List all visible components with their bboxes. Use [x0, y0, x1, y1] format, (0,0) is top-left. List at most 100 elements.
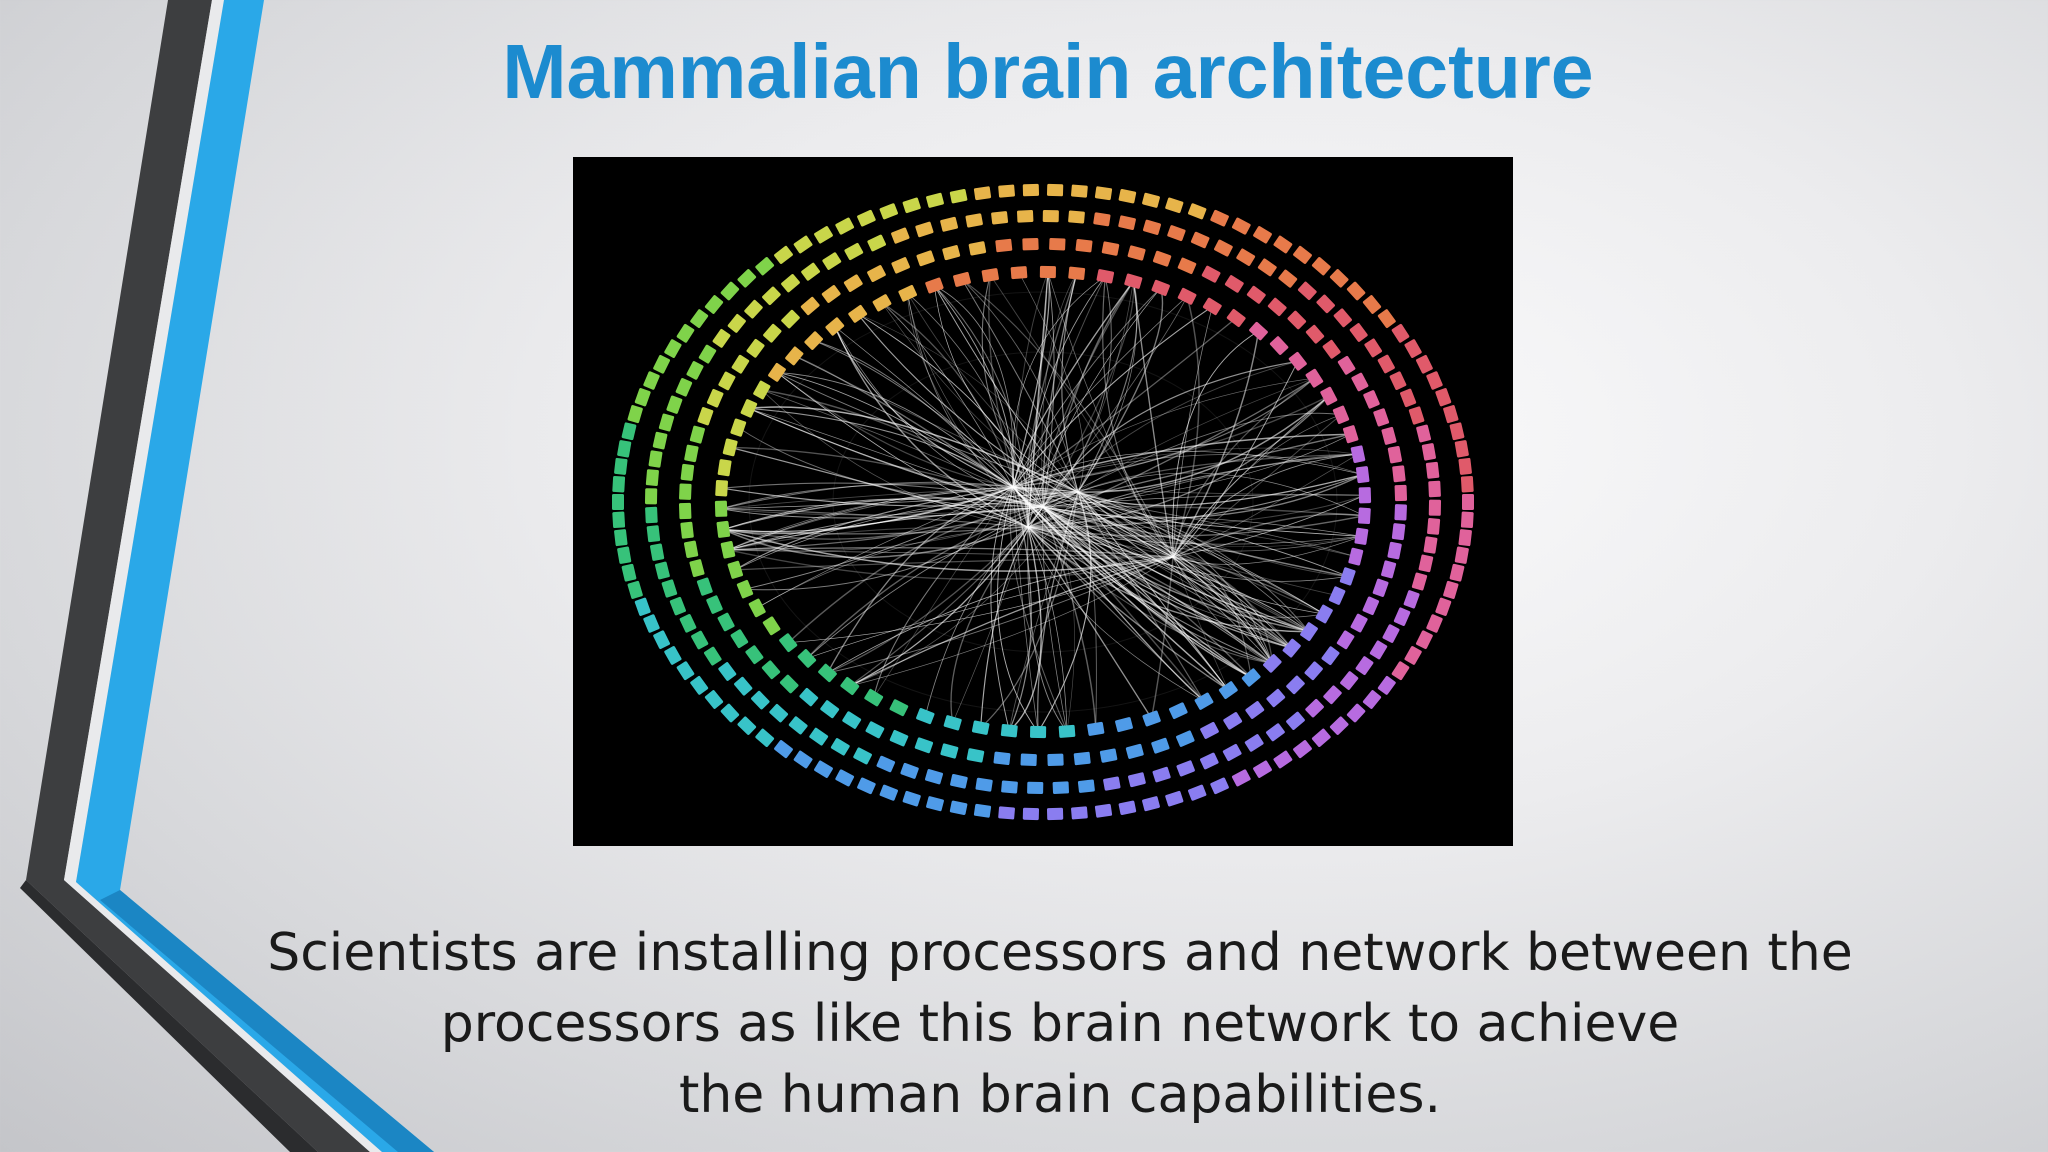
connection-fiber [989, 274, 1174, 558]
brain-region-node [1339, 567, 1356, 586]
brain-region-node [1418, 554, 1434, 573]
brain-region-node [1428, 480, 1441, 498]
connection-fiber [761, 389, 1029, 528]
brain-region-node [1400, 388, 1417, 408]
connection-fiber [1012, 305, 1213, 488]
brain-region-node [1214, 239, 1233, 257]
brain-region-node [718, 371, 736, 391]
brain-region-node [715, 479, 728, 497]
brain-region-node [627, 405, 643, 424]
brain-region-node [1428, 499, 1442, 516]
brain-region-node [1118, 800, 1137, 816]
brain-region-node [991, 211, 1009, 225]
connection-fiber [723, 497, 1044, 531]
brain-region-node [1372, 578, 1389, 597]
brain-region-node [843, 274, 863, 292]
connection-fiber [1042, 506, 1362, 552]
connection-fiber [1012, 287, 1162, 488]
brain-region-node [755, 257, 775, 276]
brain-region-node [1421, 443, 1436, 461]
brain-region-node [1151, 737, 1170, 754]
brain-region-node [1321, 646, 1340, 666]
connection-fiber [881, 302, 1029, 528]
brain-region-node [740, 399, 758, 418]
brain-region-node [1201, 265, 1221, 283]
brain-region-node [1152, 766, 1171, 783]
brain-region-node [793, 750, 813, 769]
connection-fiber [721, 506, 1044, 516]
brain-region-node [1142, 796, 1160, 812]
brain-region-node [788, 716, 808, 735]
brain-region-node [1377, 354, 1395, 374]
connection-fiber [776, 371, 1079, 493]
brain-region-node [1200, 752, 1219, 770]
brain-region-node [698, 344, 717, 364]
caption-line-2: processors as like this brain network to… [440, 994, 1680, 1054]
brain-region-node [717, 612, 735, 632]
brain-region-node [737, 716, 757, 735]
connection-fiber [857, 313, 1079, 493]
brain-region-node [848, 304, 868, 323]
brain-region-node [943, 715, 962, 731]
connection-fiber [744, 506, 1044, 591]
connection-fiber [849, 556, 1174, 687]
brain-region-node [697, 407, 714, 426]
connection-fiber [827, 556, 1174, 674]
connection-fiber [1027, 526, 1310, 632]
connection-fiber [1012, 271, 1049, 488]
brain-region-node [774, 245, 793, 264]
connection-fiber [1172, 556, 1292, 649]
brain-region-node [1042, 209, 1059, 223]
connection-fiber [1012, 486, 1205, 702]
connection-fiber [721, 506, 1044, 519]
brain-region-node [891, 227, 910, 244]
connection-fiber [1172, 330, 1259, 558]
connection-fiber [721, 491, 1079, 510]
brain-region-node [1286, 711, 1305, 730]
brain-region-node [1118, 188, 1137, 204]
brain-region-node [727, 560, 744, 579]
brain-region-node [1416, 424, 1432, 443]
brain-region-node [1022, 183, 1040, 197]
brain-region-node [634, 597, 651, 616]
brain-region-node [704, 295, 724, 314]
connection-fiber [794, 355, 1079, 493]
brain-region-node [661, 579, 678, 598]
brain-region-node [1210, 209, 1229, 227]
brain-region-node [825, 317, 845, 336]
brain-region-node [1342, 425, 1359, 444]
connection-fiber [1172, 361, 1299, 558]
brain-region-node [1322, 339, 1341, 359]
blue-chevron-band [76, 0, 434, 1152]
brain-region-node [675, 378, 693, 397]
brain-region-node [781, 309, 800, 329]
brain-region-node [1415, 630, 1433, 650]
brain-region-node [1293, 245, 1312, 264]
brain-region-node [1311, 257, 1331, 276]
brain-region-node [746, 338, 765, 358]
brain-region-node [1278, 269, 1298, 288]
brain-region-node [730, 418, 747, 437]
brain-region-node [1336, 630, 1355, 650]
brain-region-node [925, 769, 943, 785]
connection-fiber [907, 293, 1014, 488]
brain-region-node [1177, 287, 1197, 305]
brain-region-node [643, 614, 660, 633]
brain-region-node [1381, 560, 1397, 579]
brain-region-node [1022, 237, 1039, 251]
brain-region-node [1320, 386, 1338, 406]
connection-fiber [834, 326, 1014, 488]
brain-region-node [949, 188, 968, 204]
connection-fiber [827, 526, 1029, 674]
brain-region-node [1346, 281, 1366, 301]
brain-region-node [1249, 321, 1268, 341]
connection-fiber [1027, 276, 1106, 528]
connection-fiber [776, 371, 1014, 488]
connection-fiber [1018, 272, 1085, 493]
brain-region-node [1190, 231, 1210, 249]
brain-region-node [867, 265, 886, 283]
brain-region-node [876, 755, 896, 773]
connection-fiber [1042, 276, 1112, 508]
connection-fiber [748, 408, 1174, 558]
connection-fiber [1077, 473, 1363, 507]
